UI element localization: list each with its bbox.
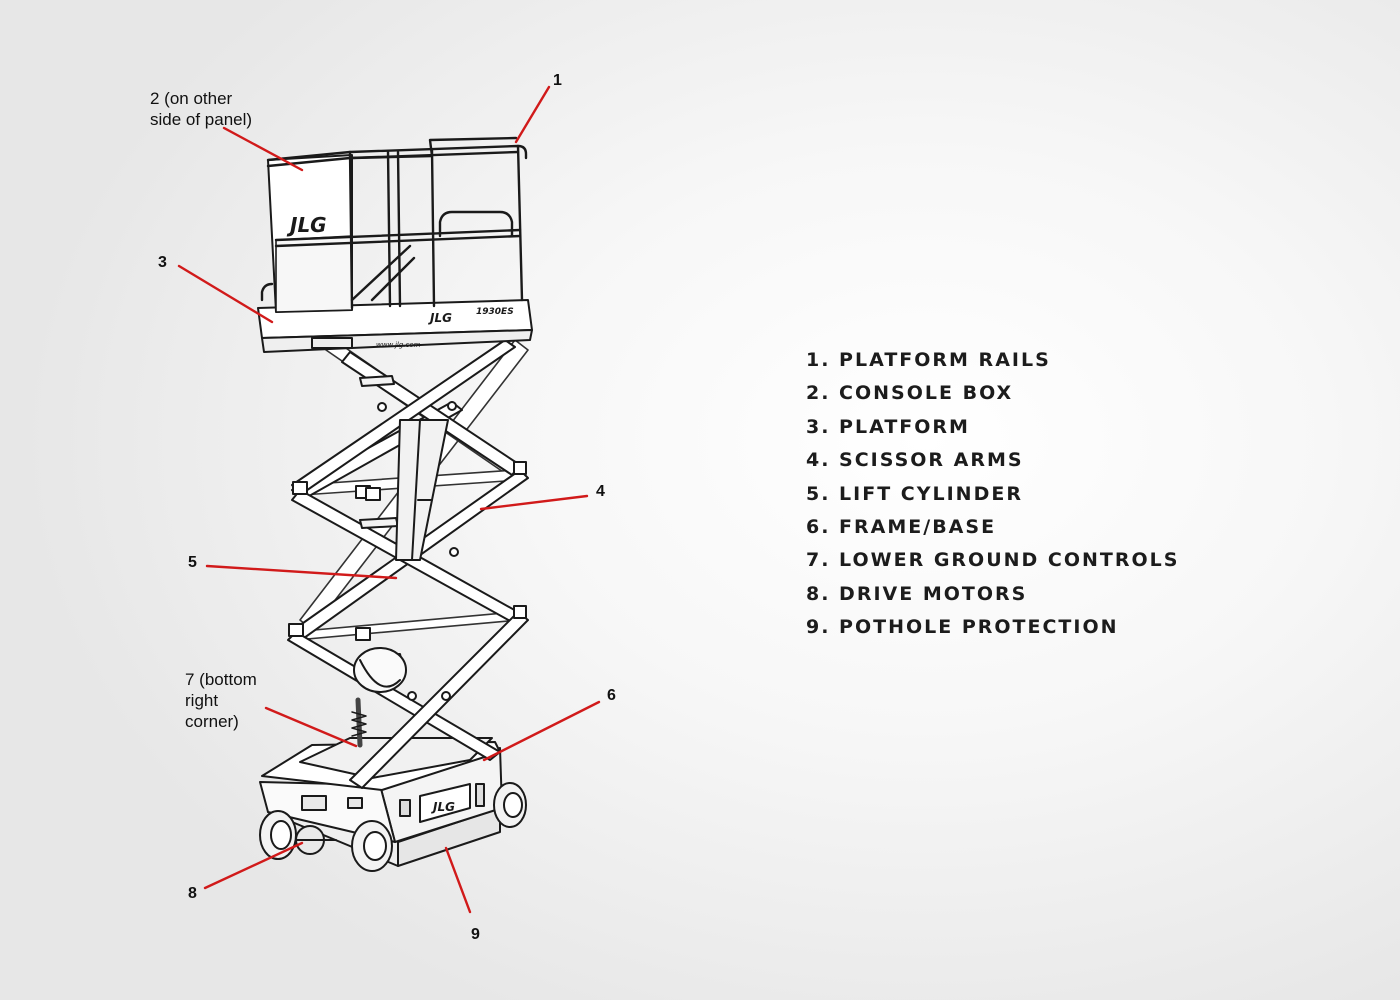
leader-line-8	[203, 841, 304, 890]
leader-line-6	[482, 700, 601, 762]
leader-line-4	[479, 494, 589, 511]
callout-9: 9	[471, 926, 480, 943]
callout-3: 3	[158, 254, 167, 271]
legend-item-platform: 3. PLATFORM	[806, 415, 970, 438]
leader-line-2	[222, 126, 304, 172]
legend-item-pothole-protection: 9. POTHOLE PROTECTION	[806, 616, 1119, 639]
callout-7: 7 (bottom right corner)	[185, 670, 257, 731]
platform-rails: JLG	[260, 136, 528, 313]
base-brand-logo: JLG	[431, 800, 455, 814]
lift-cylinder	[353, 419, 449, 693]
callout-4: 4	[596, 483, 605, 500]
leader-line-3	[177, 264, 274, 324]
website-label: www.jlg.com	[376, 341, 421, 349]
leader-line-9	[444, 846, 472, 914]
parts-legend: 1. PLATFORM RAILS 2. CONSOLE BOX 3. PLAT…	[806, 347, 1179, 648]
wheel-front-left	[259, 810, 297, 860]
callout-1: 1	[553, 72, 562, 89]
model-label: 1930ES	[476, 307, 514, 317]
legend-item-platform-rails: 1. PLATFORM RAILS	[806, 349, 1051, 371]
legend-item-scissor-arms: 4. SCISSOR ARMS	[806, 449, 1024, 472]
legend-item-drive-motors: 8. DRIVE MOTORS	[806, 582, 1028, 605]
console-brand-logo: JLG	[286, 213, 327, 237]
leader-line-1	[514, 85, 551, 144]
wheel-front-right	[351, 820, 393, 872]
legend-item-frame-base: 6. FRAME/BASE	[806, 515, 997, 538]
callout-2: 2 (on other side of panel)	[150, 89, 253, 129]
leader-line-5	[205, 564, 398, 580]
legend-item-lift-cylinder: 5. LIFT CYLINDER	[806, 482, 1023, 505]
scissor-lift-illustration: JLG	[257, 136, 533, 872]
legend-item-lower-ground-controls: 7. LOWER GROUND CONTROLS	[806, 549, 1180, 572]
callout-8: 8	[188, 885, 197, 902]
scissor-arms	[287, 339, 529, 789]
callout-6: 6	[607, 687, 616, 704]
frame-base: JLG	[259, 697, 527, 872]
legend-item-console-box: 2. CONSOLE BOX	[806, 382, 1014, 405]
callout-5: 5	[188, 554, 197, 571]
leader-line-7	[264, 706, 358, 748]
wheel-rear-right	[493, 782, 527, 828]
platform-brand-logo: JLG	[428, 311, 452, 325]
leader-lines	[177, 85, 601, 914]
